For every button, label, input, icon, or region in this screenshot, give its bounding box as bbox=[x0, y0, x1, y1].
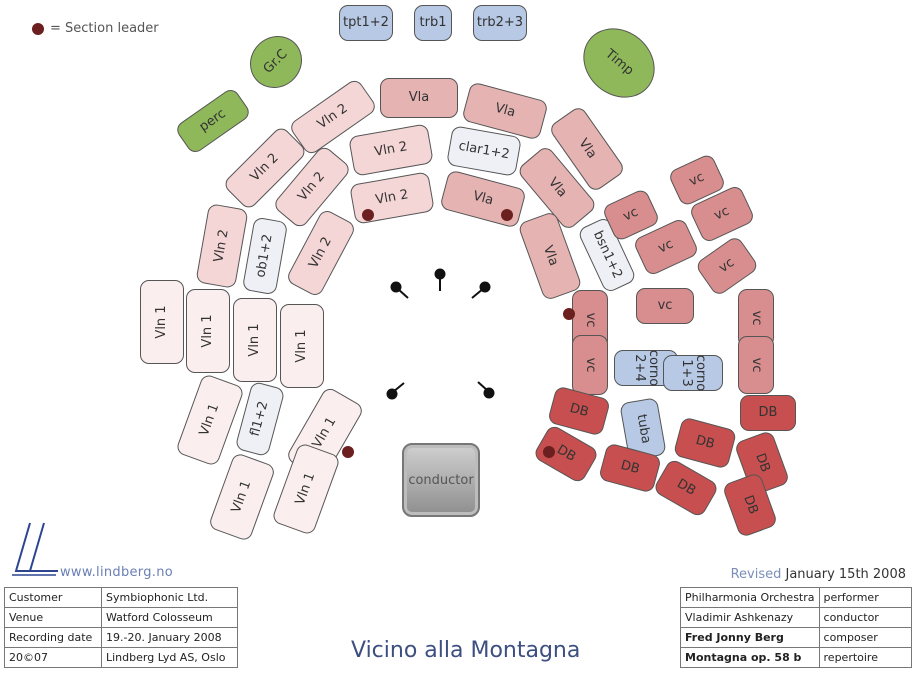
revised-value: January 15th 2008 bbox=[785, 567, 906, 582]
revised-date: Revised January 15th 2008 bbox=[731, 567, 906, 582]
credit-role: performer bbox=[818, 587, 912, 608]
seat-brass-tpt12: tpt1+2 bbox=[339, 5, 393, 41]
info-value: Symbiophonic Ltd. bbox=[101, 587, 238, 608]
website-link[interactable]: www.lindberg.no bbox=[60, 565, 173, 580]
info-key: Customer bbox=[4, 587, 102, 608]
credit-role: conductor bbox=[818, 607, 912, 628]
seat-viola-vla1: Vla bbox=[380, 78, 458, 118]
conductor-label: conductor bbox=[408, 472, 474, 488]
credit-value: Vladimir Ashkenazy bbox=[680, 607, 820, 628]
mic-icon bbox=[434, 268, 446, 280]
info-value: Watford Colosseum bbox=[101, 607, 238, 628]
section-leader-dot-icon bbox=[543, 446, 555, 458]
credit-role: composer bbox=[818, 627, 912, 648]
credit-value: Philharmonia Orchestra bbox=[680, 587, 820, 608]
seat-cello-vc9: vc bbox=[572, 335, 608, 395]
mic-icon bbox=[483, 387, 495, 399]
credit-value: Fred Jonny Berg bbox=[680, 627, 820, 648]
conductor-podium: conductor bbox=[402, 443, 480, 517]
seat-cello-vc7: vc bbox=[636, 288, 694, 324]
legend-label: = Section leader bbox=[50, 21, 159, 36]
info-value: Lindberg Lyd AS, Oslo bbox=[101, 647, 238, 668]
info-key: Venue bbox=[4, 607, 102, 628]
section-leader-dot-icon bbox=[563, 308, 575, 320]
section-leader-dot-icon bbox=[501, 209, 513, 221]
info-key: 20©07 bbox=[4, 647, 102, 668]
section-leader-dot-icon bbox=[362, 209, 374, 221]
seat-violin1-v1d: Vln 1 bbox=[280, 304, 324, 388]
revised-label: Revised bbox=[730, 567, 782, 582]
seat-cello-vc10: vc bbox=[738, 336, 774, 394]
credit-value: Montagna op. 58 b bbox=[680, 647, 820, 668]
info-value: 19.-20. January 2008 bbox=[101, 627, 238, 648]
seat-violin1-v1b: Vln 1 bbox=[186, 289, 230, 373]
legend: = Section leader bbox=[32, 21, 159, 36]
page-title: Vicino alla Montagna bbox=[351, 638, 581, 663]
lindberg-logo-icon bbox=[12, 522, 58, 576]
info-key: Recording date bbox=[4, 627, 102, 648]
seat-bass-db6: DB bbox=[740, 395, 796, 431]
mic-icon bbox=[386, 388, 398, 400]
mic-icon bbox=[479, 281, 491, 293]
seat-brass-trb23: trb2+3 bbox=[473, 5, 527, 41]
mic-icon bbox=[390, 281, 402, 293]
seat-violin1-v1a: Vln 1 bbox=[140, 280, 184, 364]
credit-role: repertoire bbox=[818, 647, 912, 668]
seat-brass-corno13: corno 1+3 bbox=[663, 355, 723, 391]
seat-violin1-v1c: Vln 1 bbox=[233, 298, 277, 382]
seat-brass-trb1: trb1 bbox=[414, 5, 452, 41]
section-leader-dot-icon bbox=[342, 446, 354, 458]
section-leader-dot-icon bbox=[32, 22, 44, 35]
